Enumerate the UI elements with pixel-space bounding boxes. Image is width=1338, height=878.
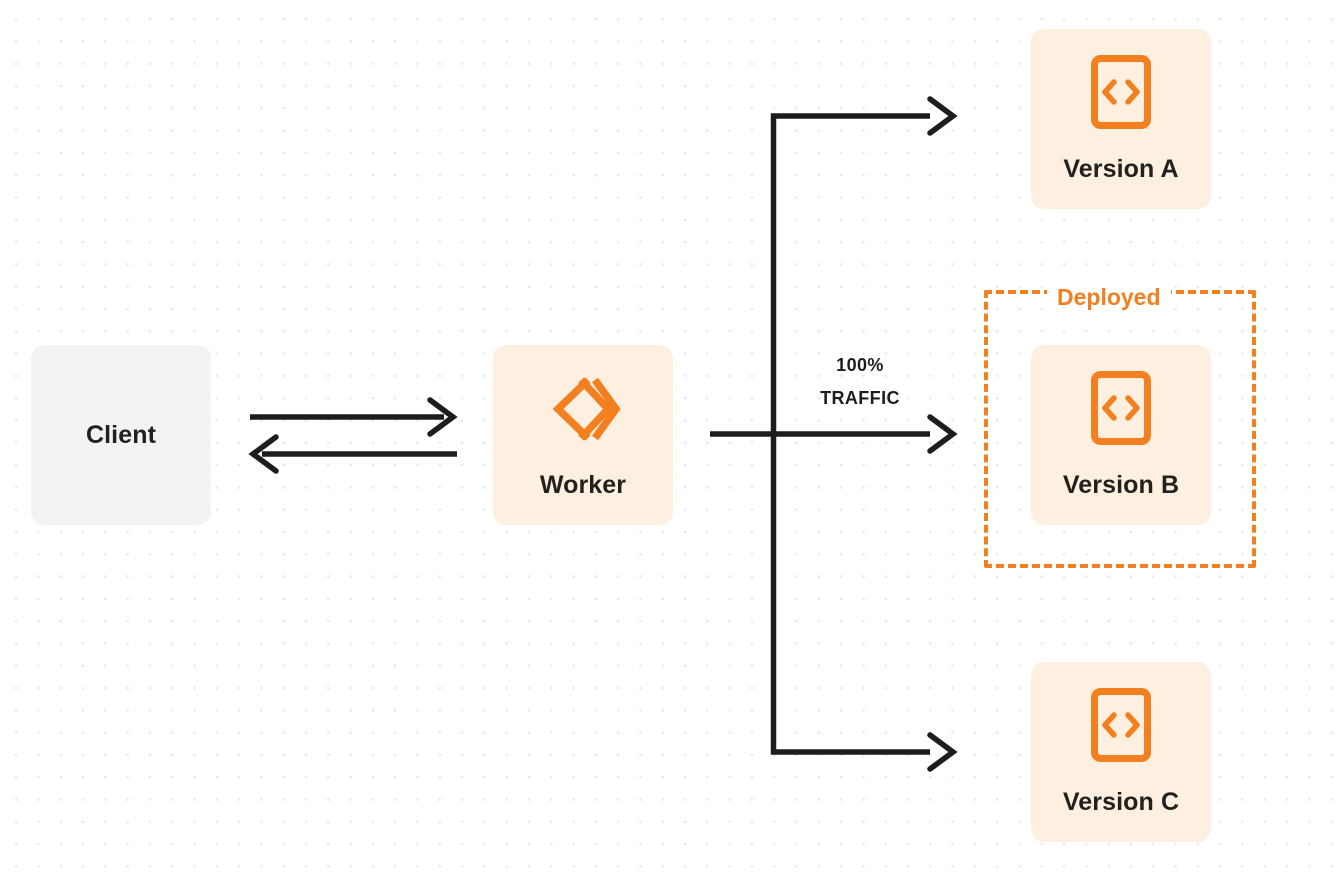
code-brackets-icon bbox=[1090, 687, 1152, 768]
client-node[interactable]: Client bbox=[31, 345, 211, 525]
client-label: Client bbox=[85, 420, 157, 449]
edge-to-version-a bbox=[771, 96, 958, 136]
version-a-node[interactable]: Version A bbox=[1031, 29, 1211, 209]
edge-client-to-worker bbox=[250, 397, 458, 437]
deployed-label: Deployed bbox=[1047, 283, 1171, 311]
code-brackets-icon bbox=[1090, 370, 1152, 451]
cloudflare-workers-logo-icon bbox=[544, 370, 622, 453]
worker-label: Worker bbox=[539, 471, 627, 499]
version-c-label: Version C bbox=[1062, 788, 1180, 816]
version-b-node[interactable]: Version B bbox=[1031, 345, 1211, 525]
edge-worker-trunk bbox=[710, 113, 930, 755]
code-brackets-icon bbox=[1090, 54, 1152, 135]
traffic-label: 100% TRAFFIC bbox=[795, 349, 925, 415]
edge-to-version-b bbox=[927, 414, 958, 454]
edge-worker-to-client bbox=[248, 434, 457, 474]
version-a-label: Version A bbox=[1063, 155, 1179, 183]
worker-node[interactable]: Worker bbox=[493, 345, 673, 525]
version-c-node[interactable]: Version C bbox=[1031, 662, 1211, 842]
traffic-percent: 100% bbox=[836, 355, 884, 375]
version-b-label: Version B bbox=[1062, 471, 1180, 499]
edge-to-version-c bbox=[771, 732, 958, 772]
traffic-word: TRAFFIC bbox=[820, 388, 900, 408]
